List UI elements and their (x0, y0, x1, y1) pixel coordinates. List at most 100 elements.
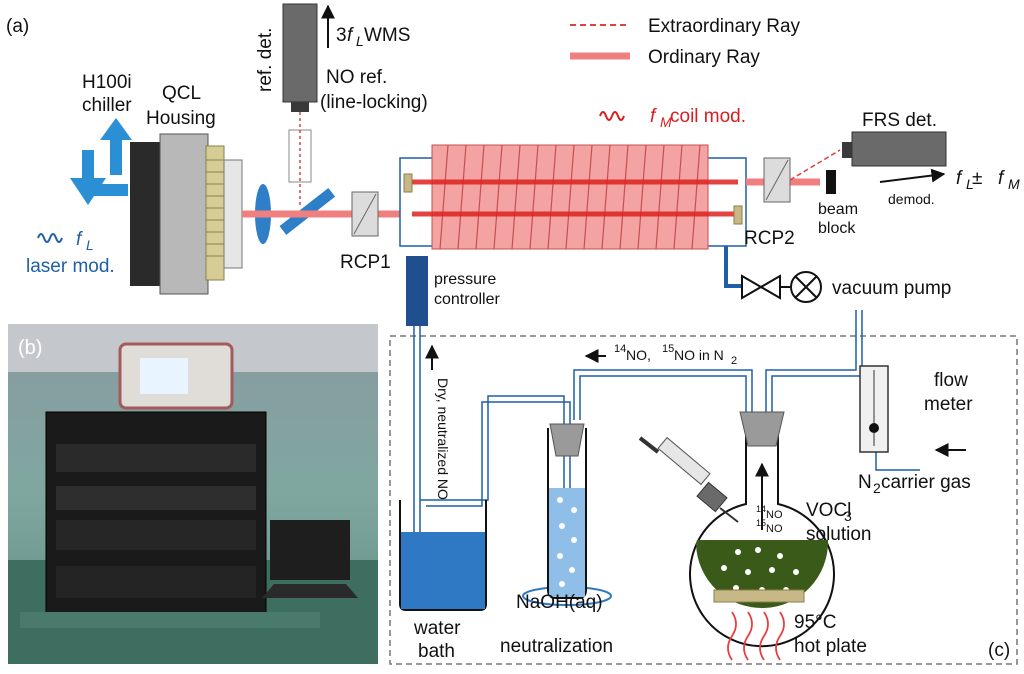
hot-plate-label-1: 95°C (794, 612, 836, 633)
syringe-hub (696, 481, 728, 513)
syringe-needle (719, 507, 739, 523)
syringe-plunger (638, 436, 660, 454)
naoh-tube (547, 428, 587, 599)
gas-flow-15: 15 (662, 343, 674, 355)
legend-ordinary-label: Ordinary Ray (648, 47, 760, 68)
wms-f: f (347, 25, 354, 46)
chiller-label-1: H100i (82, 72, 132, 93)
vacuum-pipe (724, 246, 742, 288)
laser-mod-sub: L (86, 237, 94, 253)
fm-f: f (998, 168, 1005, 189)
photo-panel: (b) (8, 324, 378, 664)
reaction-flask: 14 NO 15 NO VOCl 3 solution (689, 411, 872, 648)
wms-suffix: WMS (364, 25, 410, 46)
mirror-right (733, 205, 743, 225)
frs-det-label: FRS det. (862, 110, 937, 131)
qcl-body (159, 133, 209, 295)
no-ref-label-1: NO ref. (326, 67, 387, 88)
fm-sub: M (1008, 176, 1020, 192)
naoh-solution (549, 488, 585, 597)
coil-mod-label: coil mod. (670, 106, 746, 127)
legend: Extraordinary Ray Ordinary Ray (570, 16, 801, 68)
chiller-label-2: chiller (82, 95, 132, 116)
carrier-label: carrier gas (881, 472, 971, 493)
voc-label-b: 3 (844, 508, 852, 524)
flask-outline (689, 430, 835, 648)
fl-pm: ± (972, 168, 982, 189)
laser-mod-wave-icon (37, 233, 63, 243)
naoh-column: NaOH(aq) neutralization (500, 423, 613, 657)
water-bath: water bath (399, 500, 487, 662)
qcl-back-plate (130, 142, 162, 286)
voc-label-2: solution (806, 524, 872, 545)
coil-mod-wave-icon (599, 111, 625, 121)
gas-flow-no2: NO in N (674, 347, 724, 363)
naoh-bubbles (557, 497, 577, 587)
photo-rack-shelf-2 (56, 486, 256, 510)
gas-flow-14: 14 (614, 343, 626, 355)
flow-meter-label-2: meter (924, 394, 973, 415)
reference-detector: ref. det. 3 f L WMS NO ref. (line-lockin… (255, 3, 428, 206)
naoh-stopper (549, 423, 585, 457)
coil-mod-sub: M (660, 114, 672, 130)
syringe-barrel (657, 436, 711, 486)
laser-mod: f L laser mod. (26, 229, 115, 277)
chiller-arrow-down-icon (70, 178, 106, 205)
fl-f: f (956, 168, 963, 189)
demod-arrow-icon (879, 168, 946, 183)
qcl-label-1: QCL (162, 83, 201, 104)
chiller-arrow-up-icon (100, 118, 132, 140)
frs-detector: FRS det. f L ± f M demod. (842, 110, 1020, 207)
carrier-n: N (858, 472, 872, 493)
chiller: H100i chiller (70, 72, 132, 205)
demod-label: demod. (888, 191, 935, 207)
flow-meter-label-1: flow (934, 370, 968, 391)
flow-meter: flow meter (859, 365, 973, 453)
rcp1-diagonal (353, 193, 377, 235)
mirror-left (403, 173, 413, 193)
wms-sub: L (356, 33, 364, 49)
rcp1-label: RCP1 (340, 252, 391, 273)
gas-flow-no1: NO, (626, 347, 651, 363)
pressure-controller: pressure controller (406, 256, 500, 326)
beam-block-label-1: beam (818, 201, 858, 218)
panel-b-label: (b) (18, 337, 42, 359)
valve-icon (741, 274, 781, 300)
photo-laptop-base (262, 584, 358, 598)
gas-cell (399, 144, 747, 250)
beaker (399, 500, 487, 611)
naoh-label-2: neutralization (500, 636, 613, 657)
rcp2-diagonal (765, 159, 789, 201)
frs-det-window (842, 142, 852, 158)
qcl-label-2: Housing (146, 108, 216, 129)
qcl-heatsink (205, 145, 225, 281)
pressure-controller-body (406, 256, 428, 326)
wms-prefix: 3 (336, 25, 347, 46)
photo-table (20, 612, 320, 628)
beam-block-label-2: block (818, 220, 856, 237)
carrier-sub: 2 (873, 480, 881, 496)
qcl-housing: QCL Housing (130, 83, 243, 295)
hot-plate-label-2: hot plate (794, 636, 867, 657)
beam-block (826, 170, 836, 194)
coil-mod-f: f (650, 106, 657, 127)
naoh-label-1: NaOH(aq) (516, 592, 603, 613)
photo-rack-shelf-3 (56, 520, 256, 550)
ref-det-window (291, 102, 309, 112)
photo-chiller-screen (140, 358, 188, 394)
voc-label-a: VOCl (806, 500, 851, 521)
qcl-fan (223, 159, 243, 269)
photo-rack-shelf-4 (56, 566, 256, 598)
heat-arrows (727, 611, 785, 661)
syringe (638, 436, 739, 523)
ref-det-body (282, 3, 318, 103)
water-label-2: bath (418, 641, 455, 662)
flow-meter-ball (869, 423, 879, 433)
no-ref-label-2: (line-locking) (320, 92, 428, 113)
flask-14-no: NO (766, 509, 783, 521)
vacuum-line: vacuum pump (724, 246, 951, 303)
photo-rack-shelf-1 (56, 444, 256, 472)
ref-det-label: ref. det. (255, 28, 276, 92)
dry-no-label: Dry, neutralized NO (435, 378, 451, 500)
